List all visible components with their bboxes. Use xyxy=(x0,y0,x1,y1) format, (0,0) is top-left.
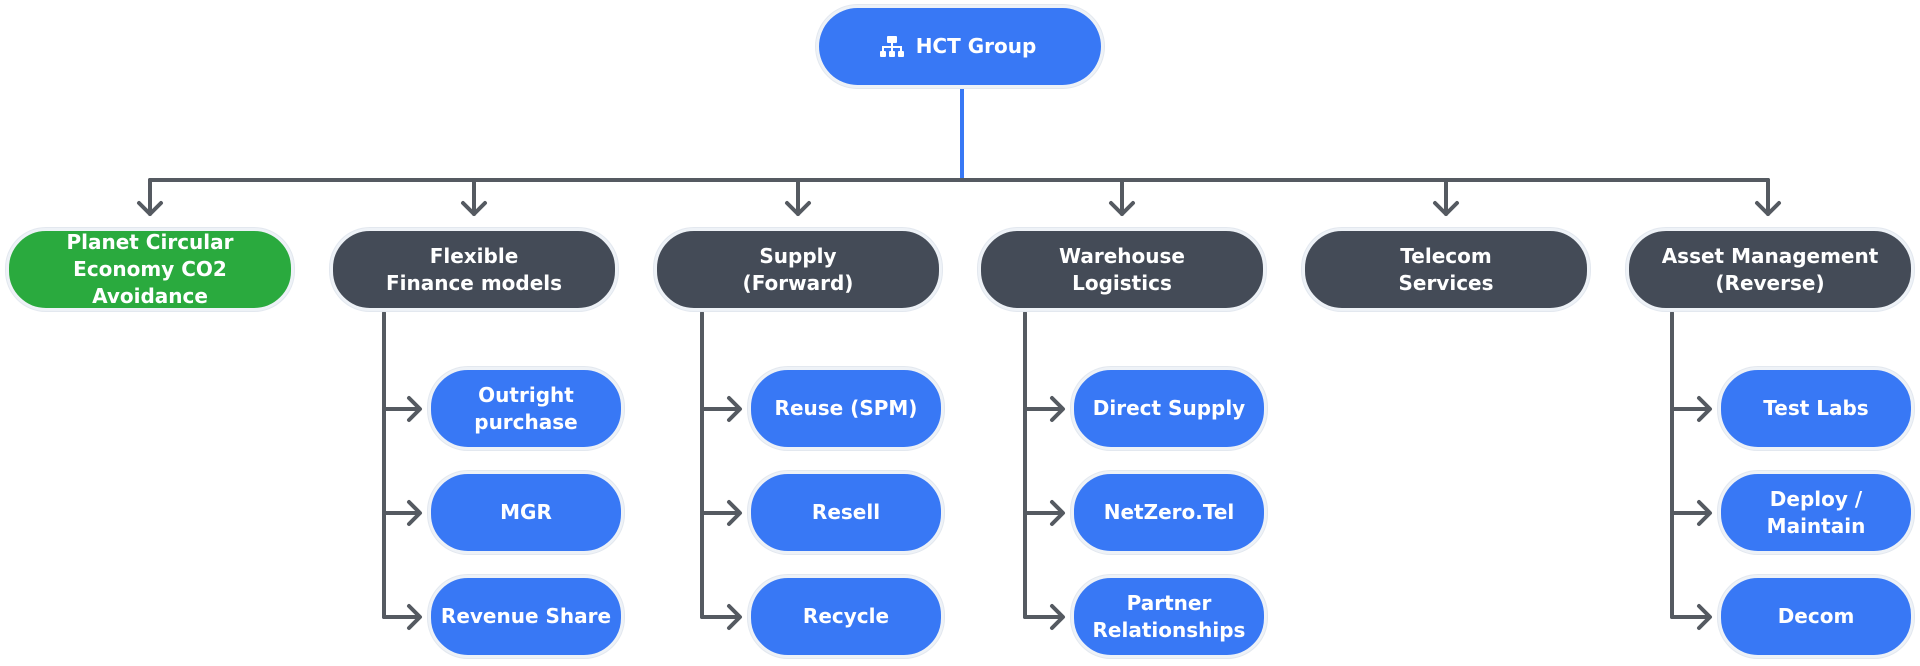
leaf-label: Recycle xyxy=(802,604,890,628)
leaf-recycle[interactable]: Recycle xyxy=(748,575,944,658)
category-bus xyxy=(148,178,1770,199)
leaf-netzero-tel[interactable]: NetZero.Tel xyxy=(1071,471,1267,554)
category-label: Flexible Finance models xyxy=(385,243,563,295)
leaf-label: Partner Relationships xyxy=(1092,590,1246,642)
category-label: Telecom Services xyxy=(1398,243,1494,295)
branch-arrow xyxy=(1670,396,1712,422)
branch-arrow xyxy=(700,396,742,422)
category-asset-management-reverse[interactable]: Asset Management (Reverse) xyxy=(1626,228,1914,311)
leaf-label: Deploy / Maintain xyxy=(1766,486,1866,538)
leaf-label: Test Labs xyxy=(1763,396,1869,420)
branch-arrow xyxy=(1670,604,1712,630)
leaf-label: Direct Supply xyxy=(1092,396,1246,420)
arrowhead-down xyxy=(1433,201,1459,216)
branch-arrow xyxy=(700,500,742,526)
category-flexible-finance-models[interactable]: Flexible Finance models xyxy=(330,228,618,311)
arrowhead-down xyxy=(461,201,487,216)
leaf-mgr[interactable]: MGR xyxy=(428,471,624,554)
branch-arrow xyxy=(1023,604,1065,630)
category-supply-forward[interactable]: Supply (Forward) xyxy=(654,228,942,311)
arrowhead-down xyxy=(1755,201,1781,216)
category-planet-circular-economy[interactable]: Planet Circular Economy CO2 Avoidance xyxy=(6,228,294,311)
category-telecom-services[interactable]: Telecom Services xyxy=(1302,228,1590,311)
branch-arrow xyxy=(382,604,422,630)
leaf-label: Outright purchase xyxy=(474,382,578,434)
branch-arrow xyxy=(1023,500,1065,526)
arrowhead-down xyxy=(137,201,163,216)
category-label: Planet Circular Economy CO2 Avoidance xyxy=(66,230,234,308)
leaf-direct-supply[interactable]: Direct Supply xyxy=(1071,367,1267,450)
leaf-deploy-maintain[interactable]: Deploy / Maintain xyxy=(1718,471,1914,554)
branch-arrow xyxy=(382,500,422,526)
root-node[interactable]: HCT Group xyxy=(816,5,1104,88)
leaf-decom[interactable]: Decom xyxy=(1718,575,1914,658)
leaf-label: Decom xyxy=(1777,604,1855,628)
leaf-resell[interactable]: Resell xyxy=(748,471,944,554)
category-label: Asset Management (Reverse) xyxy=(1661,243,1879,295)
category-warehouse-logistics[interactable]: Warehouse Logistics xyxy=(978,228,1266,311)
leaf-label: Resell xyxy=(811,500,881,524)
branch-arrow xyxy=(1670,500,1712,526)
org-chart-icon xyxy=(879,35,904,58)
leaf-reuse-spm[interactable]: Reuse (SPM) xyxy=(748,367,944,450)
leaf-outright-purchase[interactable]: Outright purchase xyxy=(428,367,624,450)
leaf-label: MGR xyxy=(500,500,552,524)
leaf-label: NetZero.Tel xyxy=(1103,500,1235,524)
leaf-partner-relationships[interactable]: Partner Relationships xyxy=(1071,575,1267,658)
branch-arrow xyxy=(700,604,742,630)
category-label: Supply (Forward) xyxy=(742,243,854,295)
leaf-label: Revenue Share xyxy=(440,604,612,628)
leaf-test-labs[interactable]: Test Labs xyxy=(1718,367,1914,450)
branch-arrow xyxy=(382,396,422,422)
leaf-label: Reuse (SPM) xyxy=(774,396,918,420)
category-label: Warehouse Logistics xyxy=(1059,243,1185,295)
root-label: HCT Group xyxy=(915,34,1037,58)
arrowhead-down xyxy=(785,201,811,216)
arrowhead-down xyxy=(1109,201,1135,216)
leaf-revenue-share[interactable]: Revenue Share xyxy=(428,575,624,658)
branch-arrow xyxy=(1023,396,1065,422)
